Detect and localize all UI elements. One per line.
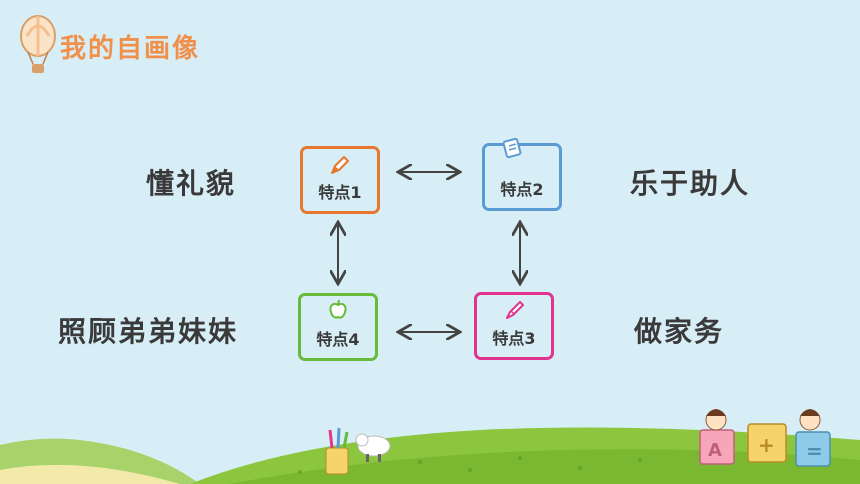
feature-box-4-label: 特点4 xyxy=(316,330,360,349)
apple-icon xyxy=(329,299,347,319)
trait-top-left: 懂礼貌 xyxy=(146,167,237,200)
cube-letter-a: A xyxy=(708,440,722,461)
cube-letter-equals: = xyxy=(806,439,823,463)
feature-box-4: 特点4 xyxy=(298,293,378,361)
kids-with-blocks-decoration: A + = xyxy=(699,409,831,467)
feature-box-1: 特点1 xyxy=(300,146,380,214)
crayon-icon xyxy=(506,301,524,319)
sheep-decoration xyxy=(355,433,391,462)
feature-box-3: 特点3 xyxy=(474,292,554,360)
cube-letter-plus: + xyxy=(758,433,775,457)
pencil-icon xyxy=(331,156,349,174)
feature-box-1-label: 特点1 xyxy=(318,183,362,202)
feature-box-2-label: 特点2 xyxy=(500,180,544,199)
hot-air-balloon-icon xyxy=(20,15,56,73)
page-title: 我的自画像 xyxy=(60,34,201,64)
feature-box-3-label: 特点3 xyxy=(492,329,536,348)
note-clip-icon xyxy=(502,137,522,159)
trait-bottom-right: 做家务 xyxy=(634,315,725,348)
trait-bottom-left: 照顾弟弟妹妹 xyxy=(58,315,239,348)
feature-box-2: 特点2 xyxy=(482,137,562,211)
trait-top-right: 乐于助人 xyxy=(630,167,751,200)
pencil-cup-decoration xyxy=(325,427,349,475)
